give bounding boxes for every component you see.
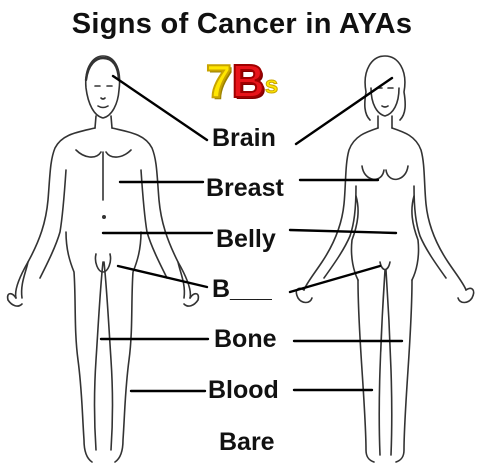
label-bone: Bone: [214, 325, 277, 353]
label-breast: Breast: [206, 174, 284, 202]
female-figure: [296, 56, 473, 462]
male-figure: [8, 56, 199, 462]
label-b-blank: B___: [212, 275, 272, 303]
label-blood: Blood: [208, 376, 279, 404]
label-belly: Belly: [216, 225, 276, 253]
label-brain: Brain: [212, 124, 276, 152]
b-line-right: [290, 266, 380, 292]
belly-line-right: [290, 230, 396, 233]
label-bare: Bare: [219, 428, 275, 456]
brain-line-left: [113, 76, 207, 140]
